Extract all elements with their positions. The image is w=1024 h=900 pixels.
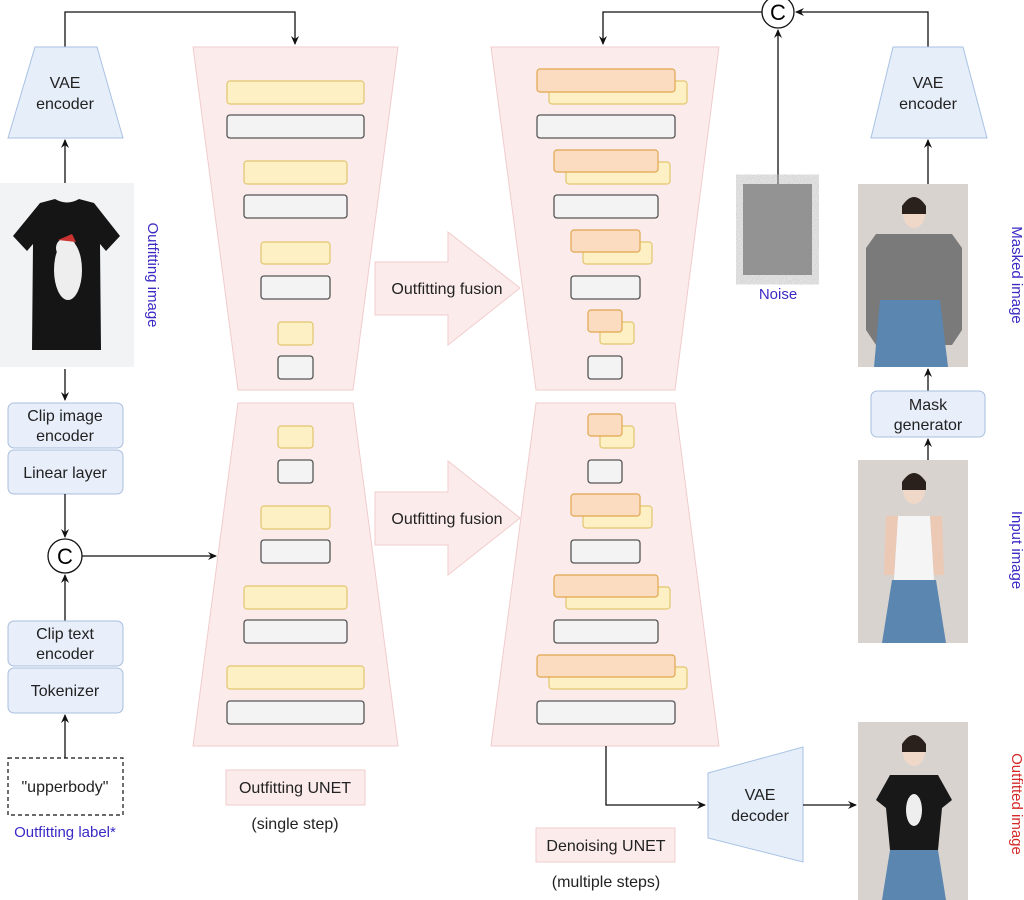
svg-text:Outfitting UNET: Outfitting UNET xyxy=(239,780,351,797)
vae-encoder-left: VAE encoder xyxy=(7,46,124,139)
outfitted-image-label: Outfitted image xyxy=(1008,753,1024,855)
svg-text:VAE: VAE xyxy=(913,75,944,92)
svg-text:generator: generator xyxy=(894,417,963,434)
concat-node-right: C xyxy=(761,0,795,29)
svg-text:Outfitting fusion: Outfitting fusion xyxy=(391,281,502,298)
svg-text:encoder: encoder xyxy=(36,646,94,663)
denoising-unet-label: Denoising UNET xyxy=(535,827,676,863)
noise-label: Noise xyxy=(759,286,797,303)
noise-overlay xyxy=(743,184,812,275)
outfitting-unet xyxy=(192,46,399,747)
svg-text:decoder: decoder xyxy=(731,808,789,825)
outfitting-unet-note: (single step) xyxy=(251,816,338,833)
svg-text:Clip image: Clip image xyxy=(27,408,103,425)
svg-text:C: C xyxy=(770,0,786,25)
svg-text:VAE: VAE xyxy=(50,75,81,92)
svg-text:encoder: encoder xyxy=(36,96,94,113)
outfitting-fusion-arrow-top: Outfitting fusion xyxy=(374,230,521,347)
svg-text:VAE: VAE xyxy=(745,787,776,804)
svg-text:Tokenizer: Tokenizer xyxy=(31,683,100,700)
tokenizer: Tokenizer xyxy=(7,667,124,714)
mask-generator: Mask generator xyxy=(870,390,986,438)
clip-text-encoder: Clip text encoder xyxy=(7,620,124,667)
svg-text:Outfitting fusion: Outfitting fusion xyxy=(391,511,502,528)
clip-image-encoder: Clip image encoder xyxy=(7,402,124,449)
masked-image xyxy=(858,184,968,367)
label-input-box: "upperbody" xyxy=(7,757,124,816)
vae-encoder-right: VAE encoder xyxy=(870,46,988,139)
svg-text:"upperbody": "upperbody" xyxy=(22,779,109,796)
svg-text:Linear layer: Linear layer xyxy=(23,465,107,482)
concat-to-denoising-arrow xyxy=(599,11,762,45)
vae-to-outfitting-unet-arrow xyxy=(64,11,299,47)
svg-text:encoder: encoder xyxy=(36,428,94,445)
outfitting-unet-label: Outfitting UNET xyxy=(225,769,366,806)
outfitting-unet-decoder xyxy=(192,402,399,747)
concat-node-left: C xyxy=(47,538,83,574)
input-image-label: Input image xyxy=(1008,511,1024,589)
denoising-to-decoder-arrow xyxy=(605,746,706,809)
outfitting-fusion-arrow-bottom: Outfitting fusion xyxy=(374,459,521,577)
svg-text:Clip text: Clip text xyxy=(36,626,94,643)
svg-text:Mask: Mask xyxy=(909,397,948,414)
denoising-unet xyxy=(490,46,720,747)
outfitting-label-caption: Outfitting label* xyxy=(14,824,116,841)
svg-text:Denoising UNET: Denoising UNET xyxy=(546,838,665,855)
latent-arrow xyxy=(795,8,929,47)
masked-image-label: Masked image xyxy=(1008,226,1024,324)
input-image xyxy=(858,460,968,643)
denoising-unet-note: (multiple steps) xyxy=(552,874,660,891)
linear-layer: Linear layer xyxy=(7,449,124,495)
outfitting-image xyxy=(0,183,134,367)
outfitting-image-label: Outfitting image xyxy=(144,222,161,327)
vae-decoder: VAE decoder xyxy=(707,746,804,863)
svg-text:C: C xyxy=(57,544,73,569)
svg-text:encoder: encoder xyxy=(899,96,957,113)
outfitted-image xyxy=(858,722,968,900)
